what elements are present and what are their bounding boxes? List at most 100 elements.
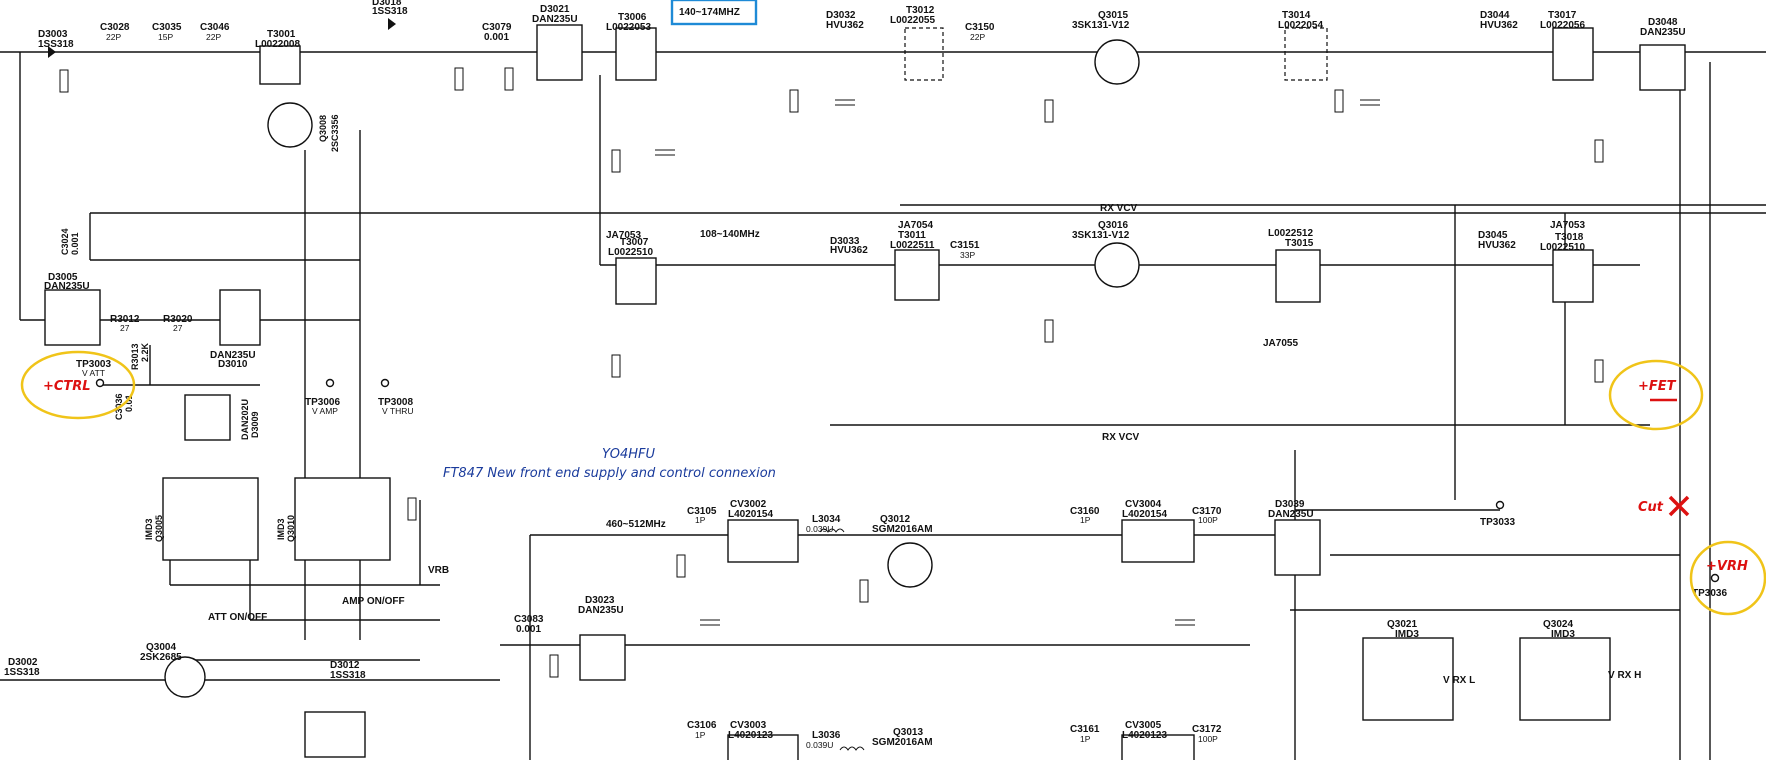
part-ref: Q3008 xyxy=(318,115,328,142)
part-ref: C3150 xyxy=(965,22,995,33)
part-ref: T3014 xyxy=(1282,10,1311,21)
part-value: L0022056 xyxy=(1540,20,1585,31)
tp3036-point xyxy=(1710,573,1720,583)
part-ref: T3011 xyxy=(898,230,926,241)
part-ref: C3083 xyxy=(514,614,544,625)
part-value: DAN235U xyxy=(44,281,90,292)
tp3003-v-label: V ATT xyxy=(82,368,105,378)
part-ref: D3018 xyxy=(372,0,402,8)
part-ref: D3039 xyxy=(1275,499,1305,510)
diode-d3018-symbol xyxy=(388,18,396,30)
ja7055-label: JA7055 xyxy=(1263,338,1298,349)
part-labels-top: D3003 1SS318 C3028 22P C3035 15P C3046 2… xyxy=(38,0,1686,50)
v-rx-l-label: V RX L xyxy=(1443,675,1475,686)
part-value: 1P xyxy=(1080,734,1091,744)
transformer-t3014 xyxy=(1284,27,1328,81)
part-ref: CV3003 xyxy=(730,720,767,731)
part-value: L0022510 xyxy=(1540,242,1585,253)
part-value: SGM2016AM xyxy=(872,737,933,748)
part-value: 3SK131-V12 xyxy=(1072,230,1130,241)
part-value: HVU362 xyxy=(830,245,868,256)
part-value: 1P xyxy=(1080,515,1091,525)
passive-components xyxy=(48,18,1604,751)
part-value: 1SS318 xyxy=(372,6,408,17)
wiring xyxy=(0,51,1766,760)
part-value: 100P xyxy=(1198,515,1218,525)
rx-vcv-label: RX VCV xyxy=(1102,432,1140,443)
part-ref: D3003 xyxy=(38,29,68,40)
tp3006-label: TP3006 xyxy=(305,397,340,408)
fet-q3004 xyxy=(164,656,206,698)
part-ref: R3020 xyxy=(163,314,193,325)
fet-q3015 xyxy=(1094,39,1140,85)
part-labels-mid: T3007 L0022510 D3033 HVU362 T3011 L00225… xyxy=(608,220,1585,260)
band-highlight-box xyxy=(670,0,758,26)
part-value: HVU362 xyxy=(1478,240,1516,251)
part-ref: T3015 xyxy=(1285,238,1314,249)
filter-cv3002 xyxy=(727,519,799,563)
tp3033-label: TP3033 xyxy=(1480,517,1515,528)
part-ref: Q3010 xyxy=(286,515,296,542)
part-ref: D3048 xyxy=(1648,17,1678,28)
part-ref: Q3004 xyxy=(146,642,176,653)
ctrl-label: +CTRL xyxy=(43,379,91,394)
transformer-t3012 xyxy=(904,27,944,81)
part-value: SGM2016AM xyxy=(872,524,933,535)
part-ref: C3028 xyxy=(100,22,130,33)
part-ref: D3005 xyxy=(48,272,78,283)
part-ref: Q3021 xyxy=(1387,619,1417,630)
tp3008-v-label: V THRU xyxy=(382,406,414,416)
part-value: 100P xyxy=(1198,734,1218,744)
ja7053-label: JA7053 xyxy=(1550,220,1585,231)
band-460-label: 460~512MHz xyxy=(606,519,666,530)
part-value: L0022510 xyxy=(608,247,653,258)
part-value: IMD3 xyxy=(276,518,286,540)
part-value: DAN235U xyxy=(1268,509,1314,520)
part-value: 1SS318 xyxy=(4,667,40,678)
part-ref: L3036 xyxy=(812,730,841,741)
part-value: 2.2K xyxy=(140,342,150,362)
band-highlight-label: 140~174MHZ xyxy=(679,7,740,18)
part-value: L0022053 xyxy=(606,22,651,33)
part-value: 1P xyxy=(695,515,706,525)
diode-array-d3005 xyxy=(44,289,101,346)
diode-array-d3039 xyxy=(1274,519,1321,576)
part-value: 1SS318 xyxy=(330,670,366,681)
annotations: 140~174MHZ +CTRL +FET +VRH Cut YO4HFU FT… xyxy=(20,0,1766,616)
part-value: 0.039U xyxy=(806,740,833,750)
part-value: 0.001 xyxy=(516,624,541,635)
part-value: L0022054 xyxy=(1278,20,1323,31)
tp3003-label: TP3003 xyxy=(76,359,111,370)
filter-cv3003 xyxy=(727,734,799,760)
transistor-q3008 xyxy=(267,102,313,148)
amp-onoff-label: AMP ON/OFF xyxy=(342,596,405,607)
part-value: DAN235U xyxy=(532,14,578,25)
tp3033-point xyxy=(1495,500,1505,510)
part-value: DAN235U xyxy=(1640,27,1686,38)
fet-q3012 xyxy=(887,542,933,588)
filter-cv3005 xyxy=(1121,734,1195,760)
diode-array-d3021 xyxy=(536,24,583,81)
part-value: 1SS318 xyxy=(38,39,74,50)
imd3-q3010 xyxy=(294,477,391,561)
part-ref: D3009 xyxy=(250,411,260,438)
part-value: 22P xyxy=(206,32,221,42)
part-value: 0.01 xyxy=(124,394,134,412)
part-ref: CV3005 xyxy=(1125,720,1162,731)
part-value: 27 xyxy=(120,323,130,333)
diode-array-d3010 xyxy=(219,289,261,346)
tp3008-label: TP3008 xyxy=(378,397,413,408)
diode-array-d3023 xyxy=(579,634,626,681)
diode-array-d3048 xyxy=(1639,44,1686,91)
transformer-t3006 xyxy=(615,27,657,81)
part-ref: T3007 xyxy=(620,237,649,248)
part-ref: L3034 xyxy=(812,514,841,525)
part-value: HVU362 xyxy=(1480,20,1518,31)
transformer-t3001 xyxy=(259,45,301,85)
cut-x-icon xyxy=(1668,495,1690,517)
part-ref: T3001 xyxy=(267,29,296,40)
att-onoff-label: ATT ON/OFF xyxy=(208,612,267,623)
tp3006-point xyxy=(325,378,335,388)
part-ref: Q3005 xyxy=(154,515,164,542)
transformer-t3015 xyxy=(1275,249,1321,303)
